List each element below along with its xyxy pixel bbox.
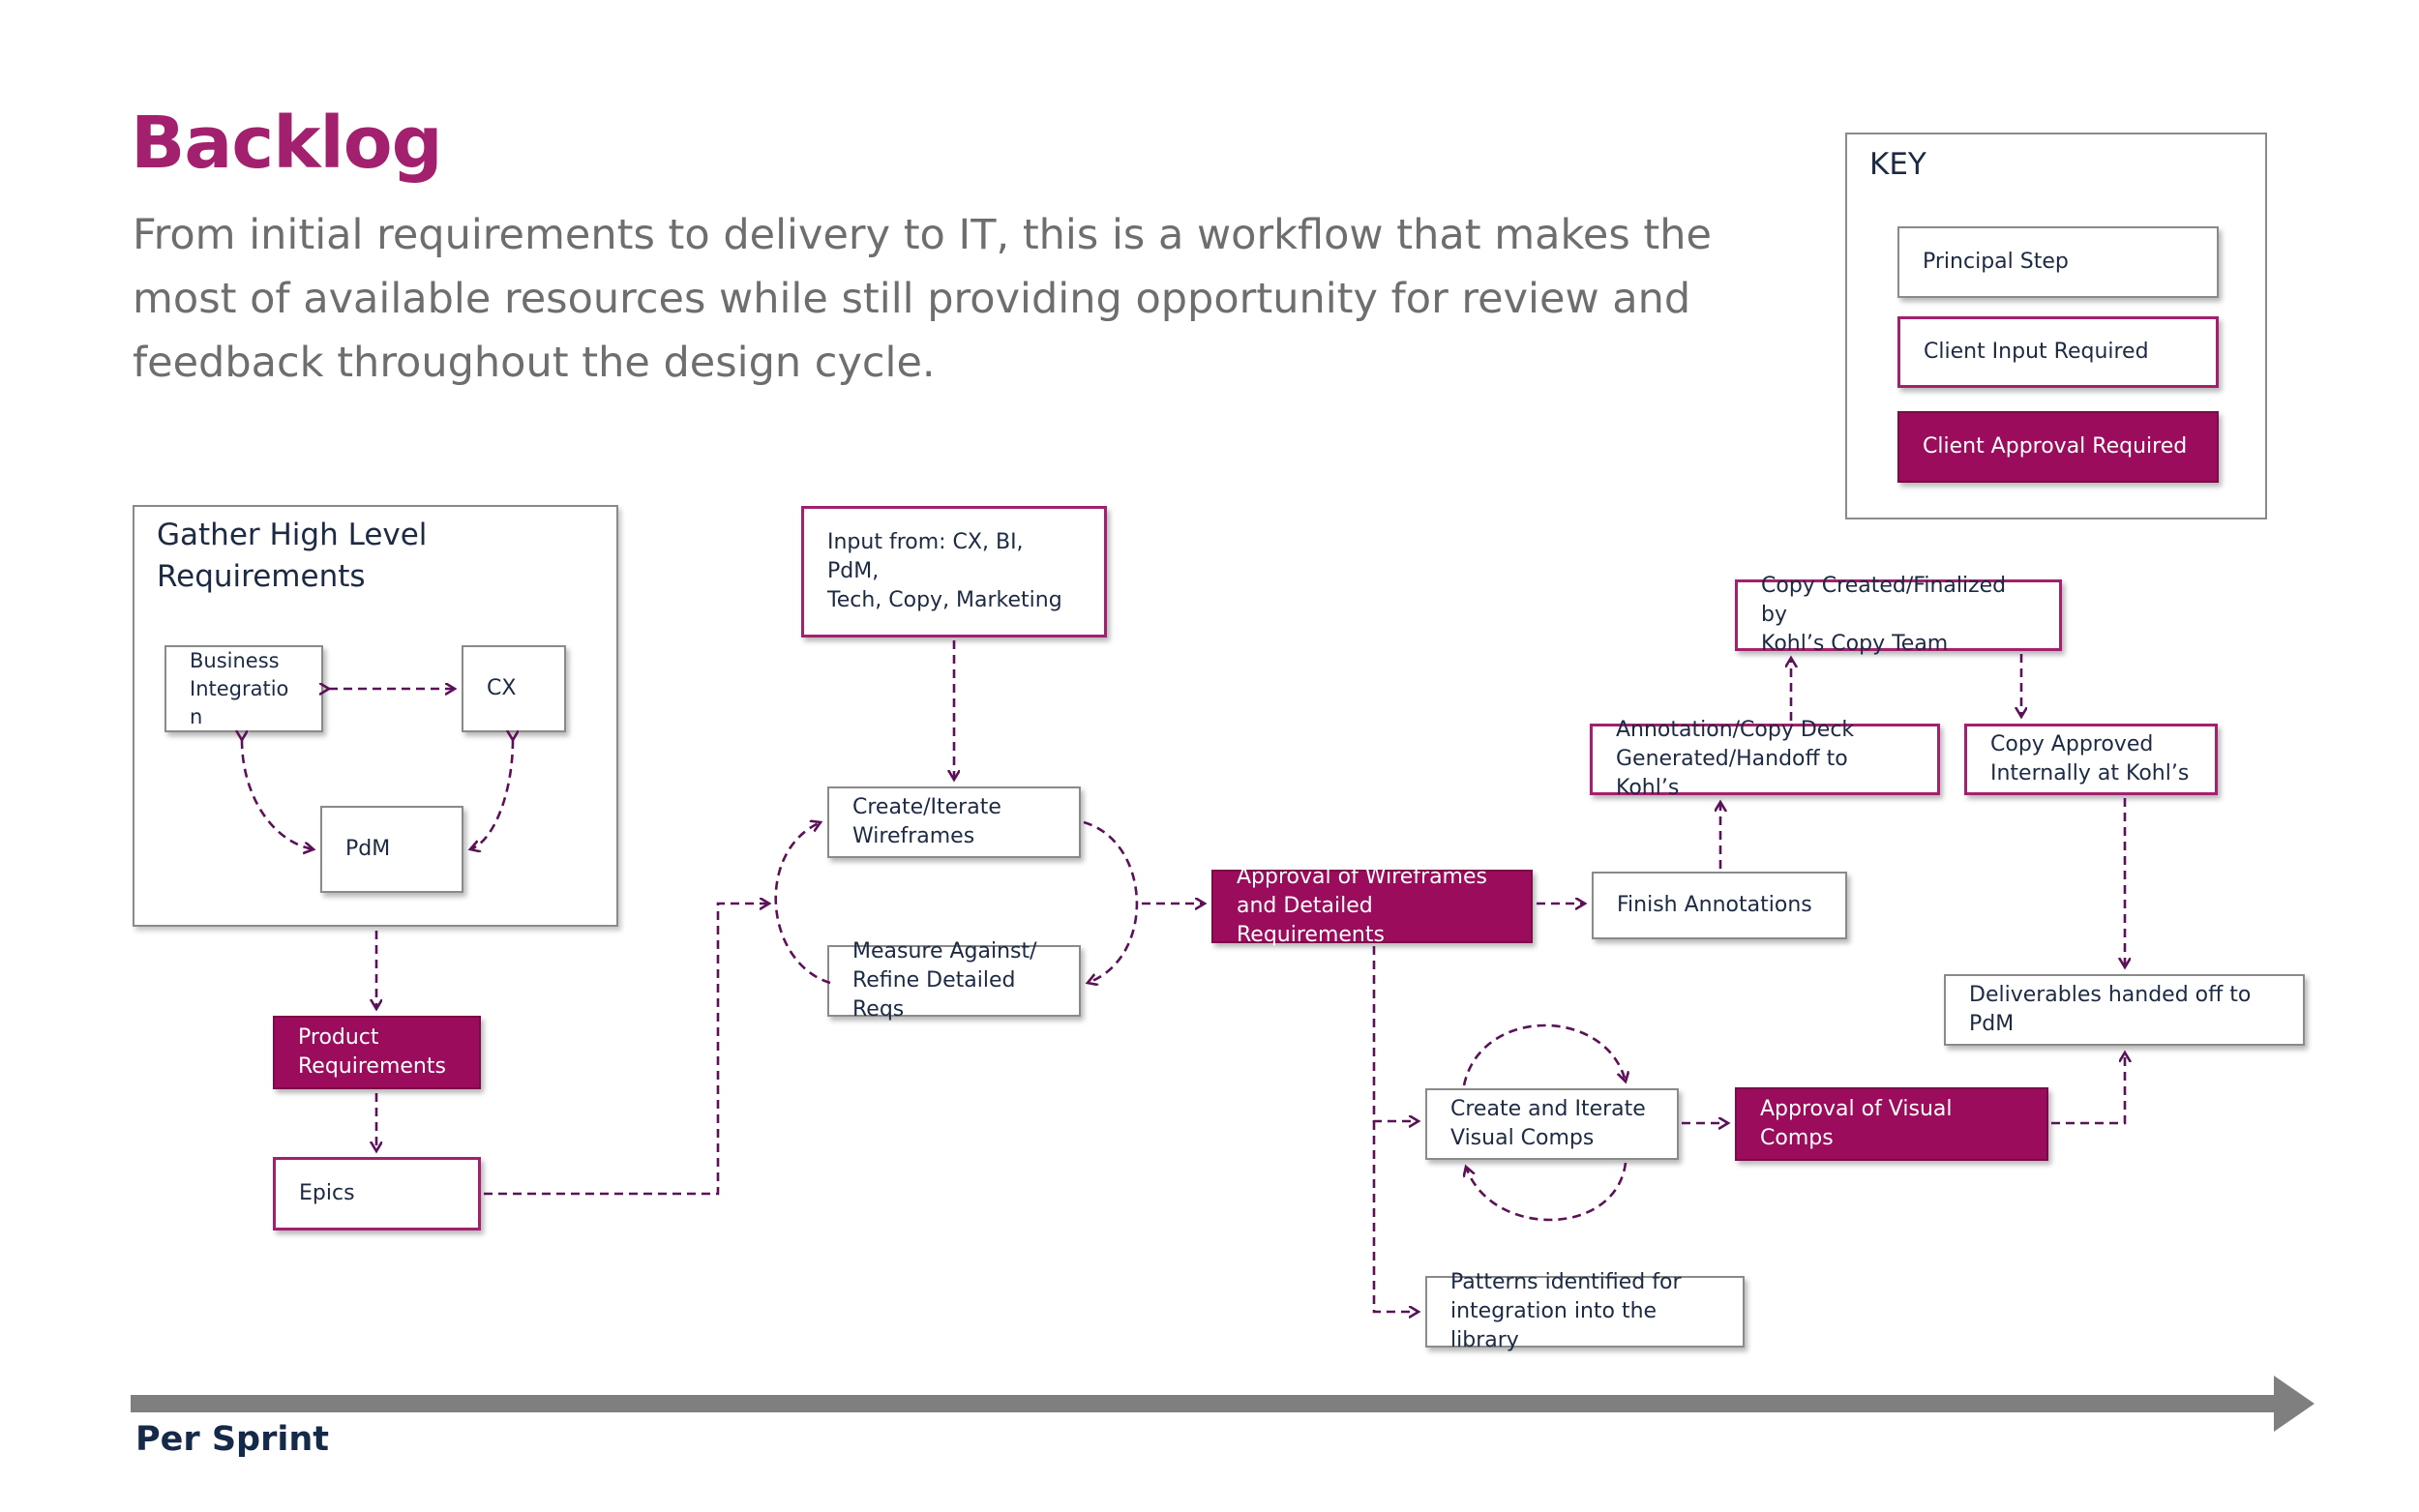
key-client-input: Client Input Required bbox=[1897, 316, 2219, 388]
node-create-wireframes: Create/Iterate Wireframes bbox=[827, 786, 1081, 858]
key-title: KEY bbox=[1869, 147, 1926, 182]
loop-left bbox=[774, 822, 831, 985]
key-principal-step: Principal Step bbox=[1897, 226, 2219, 298]
node-copy-created: Copy Created/Finalized by Kohl’s Copy Te… bbox=[1735, 574, 2062, 656]
node-visual-comps: Create and Iterate Visual Comps bbox=[1425, 1088, 1679, 1160]
node-measure-refine: Measure Against/ Refine Detailed Reqs bbox=[827, 939, 1081, 1022]
loop-visual-top bbox=[1462, 1023, 1626, 1086]
key-principal-step-label: Principal Step bbox=[1923, 250, 2069, 274]
node-annotation-copy-deck: Annotation/Copy Deck Generated/Handoff t… bbox=[1590, 718, 1940, 800]
node-deliverables: Deliverables handed off to PdM bbox=[1944, 974, 2305, 1046]
arrow-approval-deliverables bbox=[2051, 1052, 2125, 1125]
node-cx: CX bbox=[462, 645, 566, 732]
arrow-branch-patterns bbox=[1372, 1121, 1419, 1312]
arrow-approval-branch bbox=[1372, 946, 1419, 1121]
node-patterns-library: Patterns identified for integration into… bbox=[1425, 1270, 1745, 1352]
timeline-arrowhead bbox=[2274, 1376, 2314, 1432]
node-pdm: PdM bbox=[320, 806, 463, 893]
page-title: Backlog bbox=[131, 102, 443, 185]
node-finish-annotations: Finish Annotations bbox=[1592, 872, 1847, 939]
arrow-cx-pdm bbox=[470, 740, 513, 849]
timeline-bar bbox=[131, 1395, 2277, 1412]
key-client-approval: Client Approval Required bbox=[1897, 411, 2219, 483]
node-approval-wireframes: Approval of Wireframes and Detailed Requ… bbox=[1211, 865, 1533, 947]
arrow-epics-loop bbox=[484, 904, 769, 1196]
key-client-approval-label: Client Approval Required bbox=[1923, 434, 2188, 459]
node-input-from: Input from: CX, BI, PdM, Tech, Copy, Mar… bbox=[801, 506, 1107, 637]
gather-requirements-title: Gather High Level Requirements bbox=[157, 518, 428, 594]
arrow-business-pdm bbox=[242, 740, 314, 849]
node-product-requirements: Product Requirements bbox=[273, 1016, 481, 1089]
node-business-integration: Business Integratio n bbox=[164, 645, 323, 732]
node-copy-approved: Copy Approved Internally at Kohl’s bbox=[1964, 724, 2218, 795]
page-subtitle: From initial requirements to delivery to… bbox=[133, 211, 1712, 387]
node-epics: Epics bbox=[273, 1157, 481, 1230]
timeline-label: Per Sprint bbox=[135, 1420, 330, 1459]
node-approval-visual-comps: Approval of Visual Comps bbox=[1735, 1087, 2048, 1161]
loop-right bbox=[1083, 820, 1139, 983]
key-client-input-label: Client Input Required bbox=[1924, 340, 2149, 364]
loop-visual-bottom bbox=[1466, 1162, 1628, 1222]
